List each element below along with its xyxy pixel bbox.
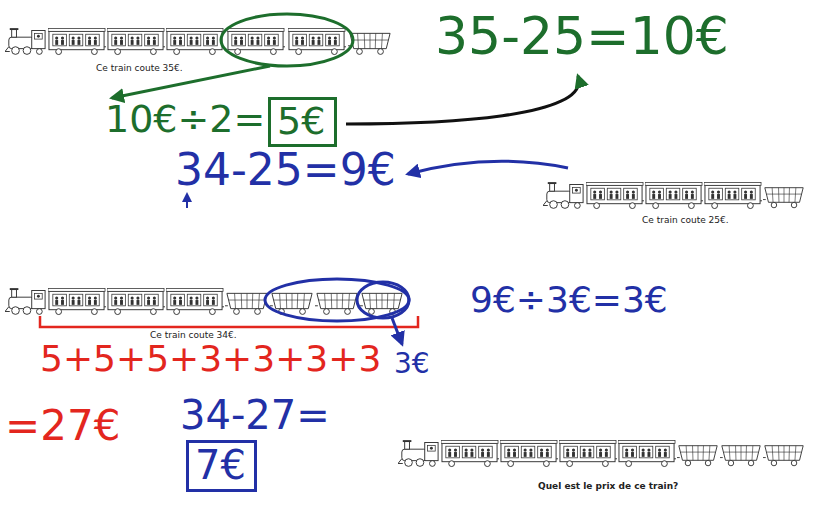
passenger-wagon bbox=[288, 28, 346, 54]
passenger-wagon bbox=[645, 182, 703, 208]
blue-arrow bbox=[392, 318, 402, 344]
passenger-wagon bbox=[704, 182, 762, 208]
blue-arrow bbox=[408, 161, 568, 174]
freight-wagon bbox=[348, 33, 390, 54]
answer-value: 7€ bbox=[195, 445, 246, 485]
locomotive bbox=[543, 182, 583, 208]
train-caption: Ce train coute 34€. bbox=[150, 331, 237, 340]
blue-equation: 34-25=9€ bbox=[175, 148, 396, 192]
answer-value: 5€ bbox=[277, 102, 325, 140]
train-34 bbox=[5, 288, 402, 314]
locomotive bbox=[5, 288, 45, 314]
freight-wagon bbox=[225, 293, 267, 314]
curved-arrow bbox=[346, 76, 579, 124]
blue-circle bbox=[357, 282, 409, 318]
locomotive bbox=[398, 440, 438, 466]
freight-wagon bbox=[763, 446, 803, 466]
train-caption: Ce train coute 25€. bbox=[642, 216, 729, 225]
red-sum: 5+5+5+3+3+3+3 bbox=[40, 341, 381, 377]
green-circle bbox=[221, 14, 353, 66]
freight-wagon bbox=[763, 188, 803, 208]
blue-tick bbox=[186, 194, 188, 208]
passenger-wagon bbox=[166, 288, 224, 314]
freight-wagon bbox=[315, 293, 357, 314]
passenger-wagon bbox=[107, 288, 165, 314]
blue-value: 3€ bbox=[394, 350, 430, 378]
passenger-wagon bbox=[166, 28, 224, 54]
train-35 bbox=[5, 28, 390, 54]
passenger-wagon bbox=[48, 28, 106, 54]
question-caption: Quel est le prix de ce train? bbox=[538, 482, 678, 491]
passenger-wagon bbox=[586, 182, 644, 208]
passenger-wagon bbox=[618, 440, 676, 466]
answer-box: 5€ bbox=[268, 97, 337, 147]
train-question bbox=[398, 440, 803, 466]
blue-equation: 9€÷3€=3€ bbox=[470, 282, 668, 318]
passenger-wagon bbox=[107, 28, 165, 54]
blue-equation: 34-27= bbox=[180, 395, 330, 435]
locomotive bbox=[5, 28, 45, 54]
red-result: =27€ bbox=[5, 405, 120, 447]
answer-box: 7€ bbox=[186, 440, 257, 492]
passenger-wagon bbox=[48, 288, 106, 314]
passenger-wagon bbox=[500, 440, 558, 466]
passenger-wagon bbox=[227, 28, 285, 54]
freight-wagon bbox=[720, 446, 760, 466]
freight-wagon bbox=[677, 446, 717, 466]
train-25 bbox=[543, 182, 803, 208]
train-caption: Ce train coute 35€. bbox=[96, 64, 183, 73]
passenger-wagon bbox=[559, 440, 617, 466]
red-bracket bbox=[40, 316, 418, 327]
blue-circle bbox=[265, 279, 409, 321]
passenger-wagon bbox=[441, 440, 499, 466]
green-equation: 10€÷2= bbox=[105, 100, 265, 138]
green-equation: 35-25=10€ bbox=[435, 10, 729, 62]
